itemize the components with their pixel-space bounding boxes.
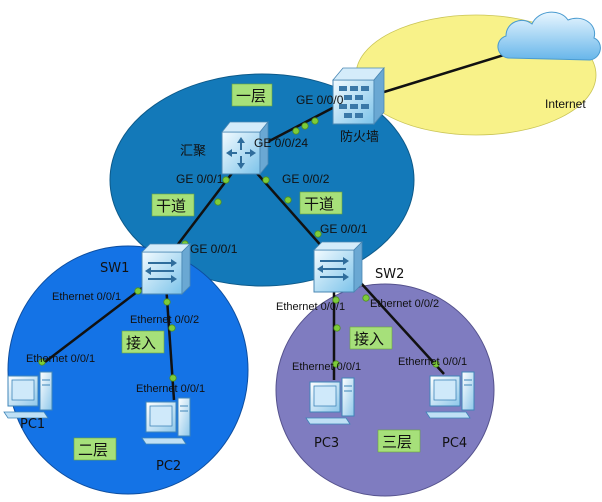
svg-text:一层: 一层 xyxy=(236,87,266,105)
svg-text:干道: 干道 xyxy=(304,195,334,213)
pc4-icon xyxy=(425,371,475,419)
pc3-label: PC3 xyxy=(314,436,339,451)
port-label-sw1-eth001: Ethernet 0/0/1 xyxy=(52,291,121,303)
link-firewall-internet xyxy=(383,48,521,94)
pc2-icon xyxy=(141,397,191,445)
link-core-firewall xyxy=(255,100,345,150)
pc1-label: PC1 xyxy=(20,417,45,432)
port-label-core-ge0024: GE 0/0/24 xyxy=(254,136,308,150)
port-label-core-ge002: GE 0/0/2 xyxy=(282,172,330,186)
pc2-label: PC2 xyxy=(156,459,181,474)
trunk-tag-right: 干道 xyxy=(299,191,343,215)
svg-text:接入: 接入 xyxy=(354,330,384,348)
link-sw1-pc1 xyxy=(44,281,151,363)
trunk-tag-left: 干道 xyxy=(151,193,195,217)
port-label-sw1-ge001: GE 0/0/1 xyxy=(190,242,238,256)
sw1-label: SW1 xyxy=(100,261,129,276)
svg-text:三层: 三层 xyxy=(382,433,412,451)
sw2-label: SW2 xyxy=(375,267,404,282)
port-label-sw2-ge001: GE 0/0/1 xyxy=(320,222,368,236)
cloud-icon xyxy=(497,11,601,61)
port-label-pc3-eth001: Ethernet 0/0/1 xyxy=(292,361,361,373)
link-core-sw2 xyxy=(253,169,333,259)
pc4-label: PC4 xyxy=(442,436,467,451)
internet-label: Internet xyxy=(545,97,586,111)
core-layer-tag: 一层 xyxy=(231,83,273,107)
svg-text:二层: 二层 xyxy=(78,441,108,459)
sw1-switch-icon xyxy=(141,243,191,295)
core-switch-icon xyxy=(221,120,269,176)
sw2-switch-icon xyxy=(313,241,363,293)
port-label-sw2-eth001: Ethernet 0/0/1 xyxy=(276,301,345,313)
port-label-pc2-eth001: Ethernet 0/0/1 xyxy=(136,383,205,395)
access-zone-right xyxy=(275,283,495,497)
svg-text:干道: 干道 xyxy=(156,197,186,215)
port-label-firewall-ge000: GE 0/0/0 xyxy=(296,93,344,107)
access-tag-right: 接入 xyxy=(349,326,393,350)
port-label-sw1-eth002: Ethernet 0/0/2 xyxy=(130,314,199,326)
port-label-sw2-eth002: Ethernet 0/0/2 xyxy=(370,298,439,310)
firewall-icon xyxy=(332,66,385,126)
port-label-pc4-eth001: Ethernet 0/0/1 xyxy=(398,356,467,368)
firewall-label: 防火墙 xyxy=(340,129,379,145)
distribution-layer-tag: 二层 xyxy=(73,437,117,461)
core-switch-label: 汇聚 xyxy=(180,144,206,159)
link-sw2-pc4 xyxy=(359,281,445,375)
pc3-icon xyxy=(305,377,355,425)
port-label-core-ge001: GE 0/0/1 xyxy=(176,172,224,186)
svg-text:接入: 接入 xyxy=(126,334,156,352)
access-zone-left xyxy=(7,245,249,495)
access-layer-tag: 三层 xyxy=(377,429,421,453)
access-tag-left: 接入 xyxy=(121,330,165,354)
port-label-pc1-eth001: Ethernet 0/0/1 xyxy=(26,353,95,365)
pc1-icon xyxy=(3,371,53,419)
